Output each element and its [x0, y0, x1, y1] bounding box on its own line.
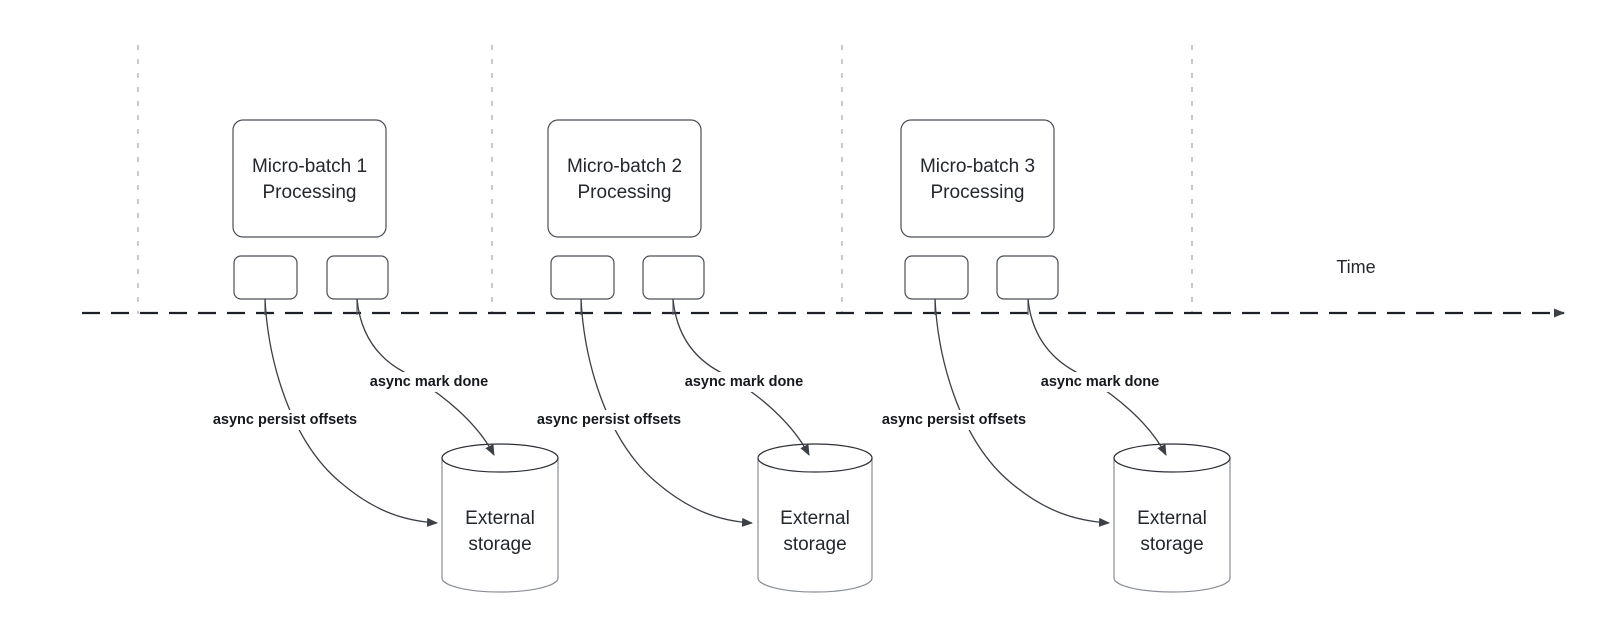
external-storage-label-line1-2: External: [780, 508, 850, 529]
micro-batch-label-line1-3: Micro-batch 3: [920, 156, 1035, 177]
timeline-axis-label: Time: [1336, 257, 1375, 277]
external-storage-top-1: [441, 443, 559, 473]
micro-batch-label-line2-2: Processing: [578, 182, 672, 203]
external-storage-top-3: [1113, 443, 1231, 473]
edge-label-mark-done-3: async mark done: [1041, 374, 1159, 390]
edge-persist-offsets-2: [580, 298, 753, 527]
edge-label-bg-mark-done-3: [1039, 372, 1161, 392]
task-box-persist-task-3[interactable]: [904, 255, 969, 300]
external-storage-body-3: [1113, 457, 1231, 593]
micro-batch-label-line2-1: Processing: [263, 182, 357, 203]
micro-batch-label-line1-1: Micro-batch 1: [252, 156, 367, 177]
micro-batch-box-3[interactable]: [900, 119, 1055, 238]
edge-label-persist-offsets-2: async persist offsets: [537, 412, 681, 428]
micro-batch-box-1[interactable]: [232, 119, 387, 238]
task-box-mark-task-3[interactable]: [996, 255, 1059, 300]
task-box-persist-task-1[interactable]: [233, 255, 298, 300]
external-storage-label-line2-1: storage: [468, 534, 531, 555]
external-storage-top-2: [757, 443, 873, 473]
edge-label-persist-offsets-1: async persist offsets: [213, 412, 357, 428]
edge-persist-offsets-3: [934, 298, 1110, 527]
micro-batch-label-line1-2: Micro-batch 2: [567, 156, 682, 177]
external-storage-label-line2-2: storage: [783, 534, 846, 555]
external-storage-body-1: [441, 457, 559, 593]
edge-label-bg-mark-done-1: [368, 372, 490, 392]
edge-label-mark-done-1: async mark done: [370, 374, 488, 390]
edge-label-bg-persist-offsets-1: [201, 410, 369, 430]
edge-label-mark-done-2: async mark done: [685, 374, 803, 390]
micro-batch-box-2[interactable]: [547, 119, 702, 238]
external-storage-body-2: [757, 457, 873, 593]
task-box-mark-task-2[interactable]: [642, 255, 705, 300]
task-box-mark-task-1[interactable]: [326, 255, 389, 300]
external-storage-label-line1-1: External: [465, 508, 535, 529]
edge-label-bg-mark-done-2: [683, 372, 805, 392]
edge-persist-offsets-1: [264, 298, 438, 527]
micro-batch-label-line2-3: Processing: [931, 182, 1025, 203]
task-box-persist-task-2[interactable]: [550, 255, 615, 300]
edge-label-bg-persist-offsets-3: [870, 410, 1038, 430]
timeline: Time: [82, 45, 1565, 318]
edge-label-bg-persist-offsets-2: [525, 410, 693, 430]
external-storage-label-line2-3: storage: [1140, 534, 1203, 555]
external-storage-label-line1-3: External: [1137, 508, 1207, 529]
edge-label-persist-offsets-3: async persist offsets: [882, 412, 1026, 428]
